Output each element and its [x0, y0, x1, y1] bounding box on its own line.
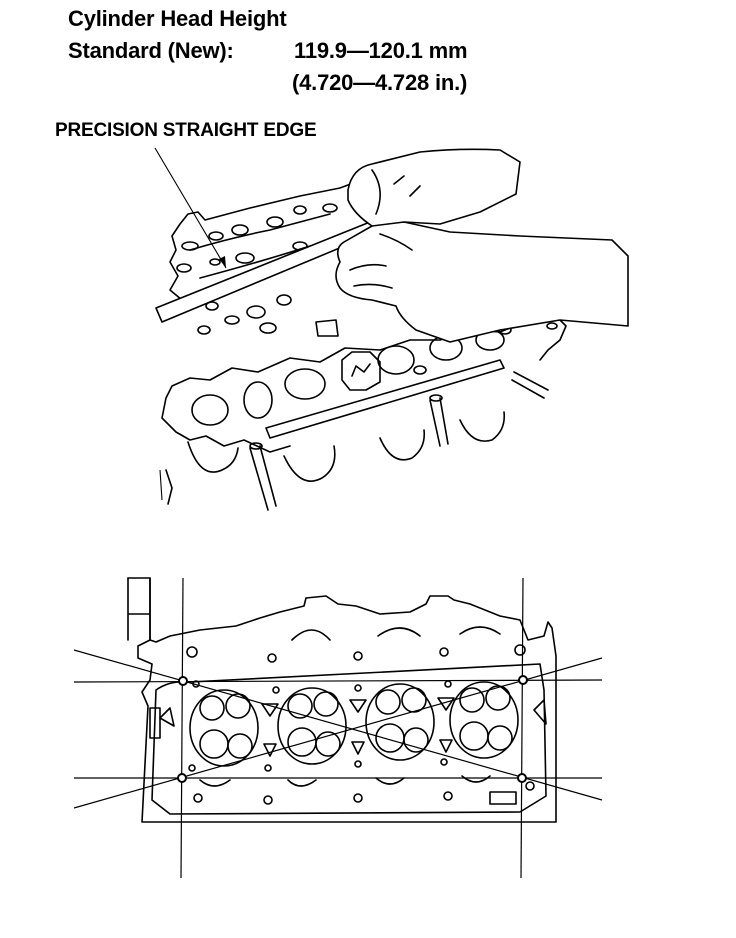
lower-lobes	[165, 411, 506, 505]
vertical-line-right	[520, 577, 524, 879]
diagonal-line-up	[73, 657, 603, 809]
diagram-title: Cylinder Head Height	[68, 6, 287, 31]
hand-lower	[335, 220, 629, 343]
horizontal-line-top	[73, 679, 603, 683]
measurement-lines	[73, 577, 603, 879]
standard-value-mm: 119.9—120.1 mm	[294, 38, 468, 63]
hand-upper	[347, 148, 521, 227]
straight-edge-callout-label: PRECISION STRAIGHT EDGE	[55, 120, 317, 141]
head-deck-outline	[127, 577, 557, 823]
standard-label: Standard (New):	[68, 38, 234, 63]
hand-lower-fingers	[349, 233, 413, 289]
top-stud	[315, 319, 339, 337]
head-top-holes	[176, 203, 558, 375]
top-illustration-cut	[159, 469, 163, 501]
valves	[199, 685, 513, 759]
hand-upper-fingers	[371, 169, 421, 215]
measurement-point-top-left	[178, 676, 188, 686]
vertical-line-left	[180, 577, 184, 879]
stud-top-left	[127, 577, 151, 641]
intake-center-block	[341, 351, 381, 391]
measurement-point-top-right	[518, 675, 528, 685]
studs	[249, 371, 549, 511]
intake-rail	[265, 359, 505, 439]
measurement-point-bottom-left	[177, 773, 187, 783]
diagonal-line-down	[73, 649, 603, 801]
callout-arrowhead	[219, 256, 226, 268]
measurement-point-bottom-right	[517, 773, 527, 783]
callout-leader-line	[154, 147, 227, 269]
measurement-points	[177, 675, 528, 783]
standard-value-in: (4.720—4.728 in.)	[292, 70, 468, 95]
